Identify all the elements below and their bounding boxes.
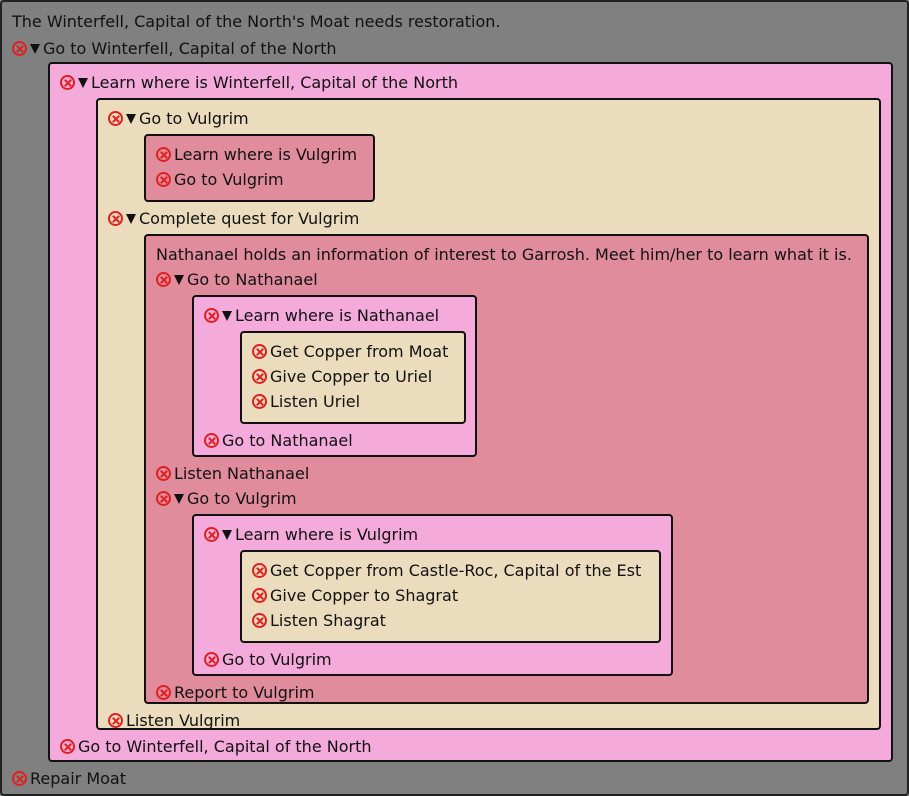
collapse-triangle-icon[interactable] bbox=[174, 493, 184, 504]
subtree-goto-nathanael: Learn where is Nathanael Get Copper from… bbox=[192, 295, 477, 457]
node-label: Learn where is Vulgrim bbox=[235, 525, 419, 544]
remove-icon[interactable] bbox=[108, 211, 123, 226]
remove-icon[interactable] bbox=[156, 685, 171, 700]
remove-icon[interactable] bbox=[156, 272, 171, 287]
remove-icon[interactable] bbox=[252, 344, 267, 359]
remove-icon[interactable] bbox=[12, 41, 27, 56]
tree-node-goto-vulgrim: Go to Vulgrim bbox=[108, 106, 869, 131]
node-label: Learn where is Vulgrim bbox=[174, 145, 358, 164]
tree-node-give-copper-shagrat: Give Copper to Shagrat bbox=[252, 583, 649, 608]
tree-node-goto-winterfell: Go to Winterfell, Capital of the North bbox=[12, 36, 895, 61]
tree-node-repair-moat: Repair Moat bbox=[12, 766, 895, 791]
node-label: Learn where is Nathanael bbox=[235, 306, 440, 325]
node-label: Get Copper from Moat bbox=[270, 342, 449, 361]
remove-icon[interactable] bbox=[252, 613, 267, 628]
collapse-triangle-icon[interactable] bbox=[174, 274, 184, 285]
remove-icon[interactable] bbox=[252, 563, 267, 578]
quest-detail-text: Nathanael holds an information of intere… bbox=[156, 245, 852, 264]
tree-node-goto-vulgrim-2-leaf: Go to Vulgrim bbox=[204, 647, 661, 672]
node-label: Complete quest for Vulgrim bbox=[139, 209, 360, 228]
subtree-learn-vulgrim-2: Get Copper from Castle-Roc, Capital of t… bbox=[240, 550, 661, 643]
tree-node-listen-vulgrim: Listen Vulgrim bbox=[108, 708, 869, 733]
remove-icon[interactable] bbox=[156, 491, 171, 506]
remove-icon[interactable] bbox=[108, 111, 123, 126]
remove-icon[interactable] bbox=[252, 369, 267, 384]
subtree-learn-winterfell: Go to Vulgrim Learn where is Vulgrim Go … bbox=[96, 98, 881, 730]
subtree-goto-winterfell: Learn where is Winterfell, Capital of th… bbox=[48, 62, 893, 762]
node-label: Listen Vulgrim bbox=[126, 711, 241, 730]
tree-node-complete-quest: Complete quest for Vulgrim bbox=[108, 206, 869, 231]
subtree-goto-vulgrim-2: Learn where is Vulgrim Get Copper from C… bbox=[192, 514, 673, 676]
subtree-complete-quest: Nathanael holds an information of intere… bbox=[144, 234, 869, 704]
tree-node-get-copper-moat: Get Copper from Moat bbox=[252, 339, 454, 364]
node-label: Go to Winterfell, Capital of the North bbox=[78, 737, 372, 756]
tree-node-goto-nathanael: Go to Nathanael bbox=[156, 267, 857, 292]
collapse-triangle-icon[interactable] bbox=[126, 113, 136, 124]
remove-icon[interactable] bbox=[108, 713, 123, 728]
tree-node-goto-winterfell-leaf: Go to Winterfell, Capital of the North bbox=[60, 734, 881, 759]
node-label: Give Copper to Shagrat bbox=[270, 586, 459, 605]
tree-node-listen-shagrat: Listen Shagrat bbox=[252, 608, 649, 633]
tree-node-give-copper-uriel: Give Copper to Uriel bbox=[252, 364, 454, 389]
collapse-triangle-icon[interactable] bbox=[78, 77, 88, 88]
remove-icon[interactable] bbox=[156, 147, 171, 162]
remove-icon[interactable] bbox=[204, 308, 219, 323]
remove-icon[interactable] bbox=[12, 771, 27, 786]
node-label: Go to Vulgrim bbox=[222, 650, 332, 669]
collapse-triangle-icon[interactable] bbox=[30, 43, 40, 54]
collapse-triangle-icon[interactable] bbox=[126, 213, 136, 224]
remove-icon[interactable] bbox=[60, 739, 75, 754]
tree-node-listen-nathanael: Listen Nathanael bbox=[156, 461, 857, 486]
remove-icon[interactable] bbox=[252, 588, 267, 603]
node-label: Repair Moat bbox=[30, 769, 126, 788]
remove-icon[interactable] bbox=[156, 466, 171, 481]
node-label: Report to Vulgrim bbox=[174, 683, 315, 702]
tree-node-learn-vulgrim-2: Learn where is Vulgrim bbox=[204, 522, 661, 547]
remove-icon[interactable] bbox=[204, 527, 219, 542]
tree-node-listen-uriel: Listen Uriel bbox=[252, 389, 454, 414]
node-label: Go to Vulgrim bbox=[174, 170, 284, 189]
remove-icon[interactable] bbox=[252, 394, 267, 409]
quest-description: The Winterfell, Capital of the North's M… bbox=[12, 12, 501, 31]
node-label: Listen Nathanael bbox=[174, 464, 310, 483]
node-label: Listen Uriel bbox=[270, 392, 361, 411]
subtree-goto-vulgrim: Learn where is Vulgrim Go to Vulgrim bbox=[144, 134, 375, 202]
tree-node-goto-nathanael-leaf: Go to Nathanael bbox=[204, 428, 465, 453]
node-label: Give Copper to Uriel bbox=[270, 367, 433, 386]
collapse-triangle-icon[interactable] bbox=[222, 529, 232, 540]
node-label: Learn where is Winterfell, Capital of th… bbox=[91, 73, 458, 92]
tree-node-learn-nathanael: Learn where is Nathanael bbox=[204, 303, 465, 328]
node-label: Get Copper from Castle-Roc, Capital of t… bbox=[270, 561, 642, 580]
tree-node-goto-vulgrim-leaf: Go to Vulgrim bbox=[156, 167, 363, 192]
remove-icon[interactable] bbox=[156, 172, 171, 187]
node-label: Go to Nathanael bbox=[187, 270, 318, 289]
subtree-learn-nathanael: Get Copper from Moat Give Copper to Urie… bbox=[240, 331, 466, 424]
tree-node-report-vulgrim: Report to Vulgrim bbox=[156, 680, 857, 705]
collapse-triangle-icon[interactable] bbox=[222, 310, 232, 321]
node-label: Go to Vulgrim bbox=[187, 489, 297, 508]
node-label: Go to Nathanael bbox=[222, 431, 353, 450]
remove-icon[interactable] bbox=[60, 75, 75, 90]
tree-node-learn-winterfell: Learn where is Winterfell, Capital of th… bbox=[60, 70, 881, 95]
node-label: Go to Winterfell, Capital of the North bbox=[43, 39, 337, 58]
node-label: Listen Shagrat bbox=[270, 611, 386, 630]
node-label: Go to Vulgrim bbox=[139, 109, 249, 128]
tree-node-goto-vulgrim-2: Go to Vulgrim bbox=[156, 486, 857, 511]
tree-node-learn-vulgrim: Learn where is Vulgrim bbox=[156, 142, 363, 167]
tree-node-get-copper-castle: Get Copper from Castle-Roc, Capital of t… bbox=[252, 558, 649, 583]
remove-icon[interactable] bbox=[204, 433, 219, 448]
remove-icon[interactable] bbox=[204, 652, 219, 667]
